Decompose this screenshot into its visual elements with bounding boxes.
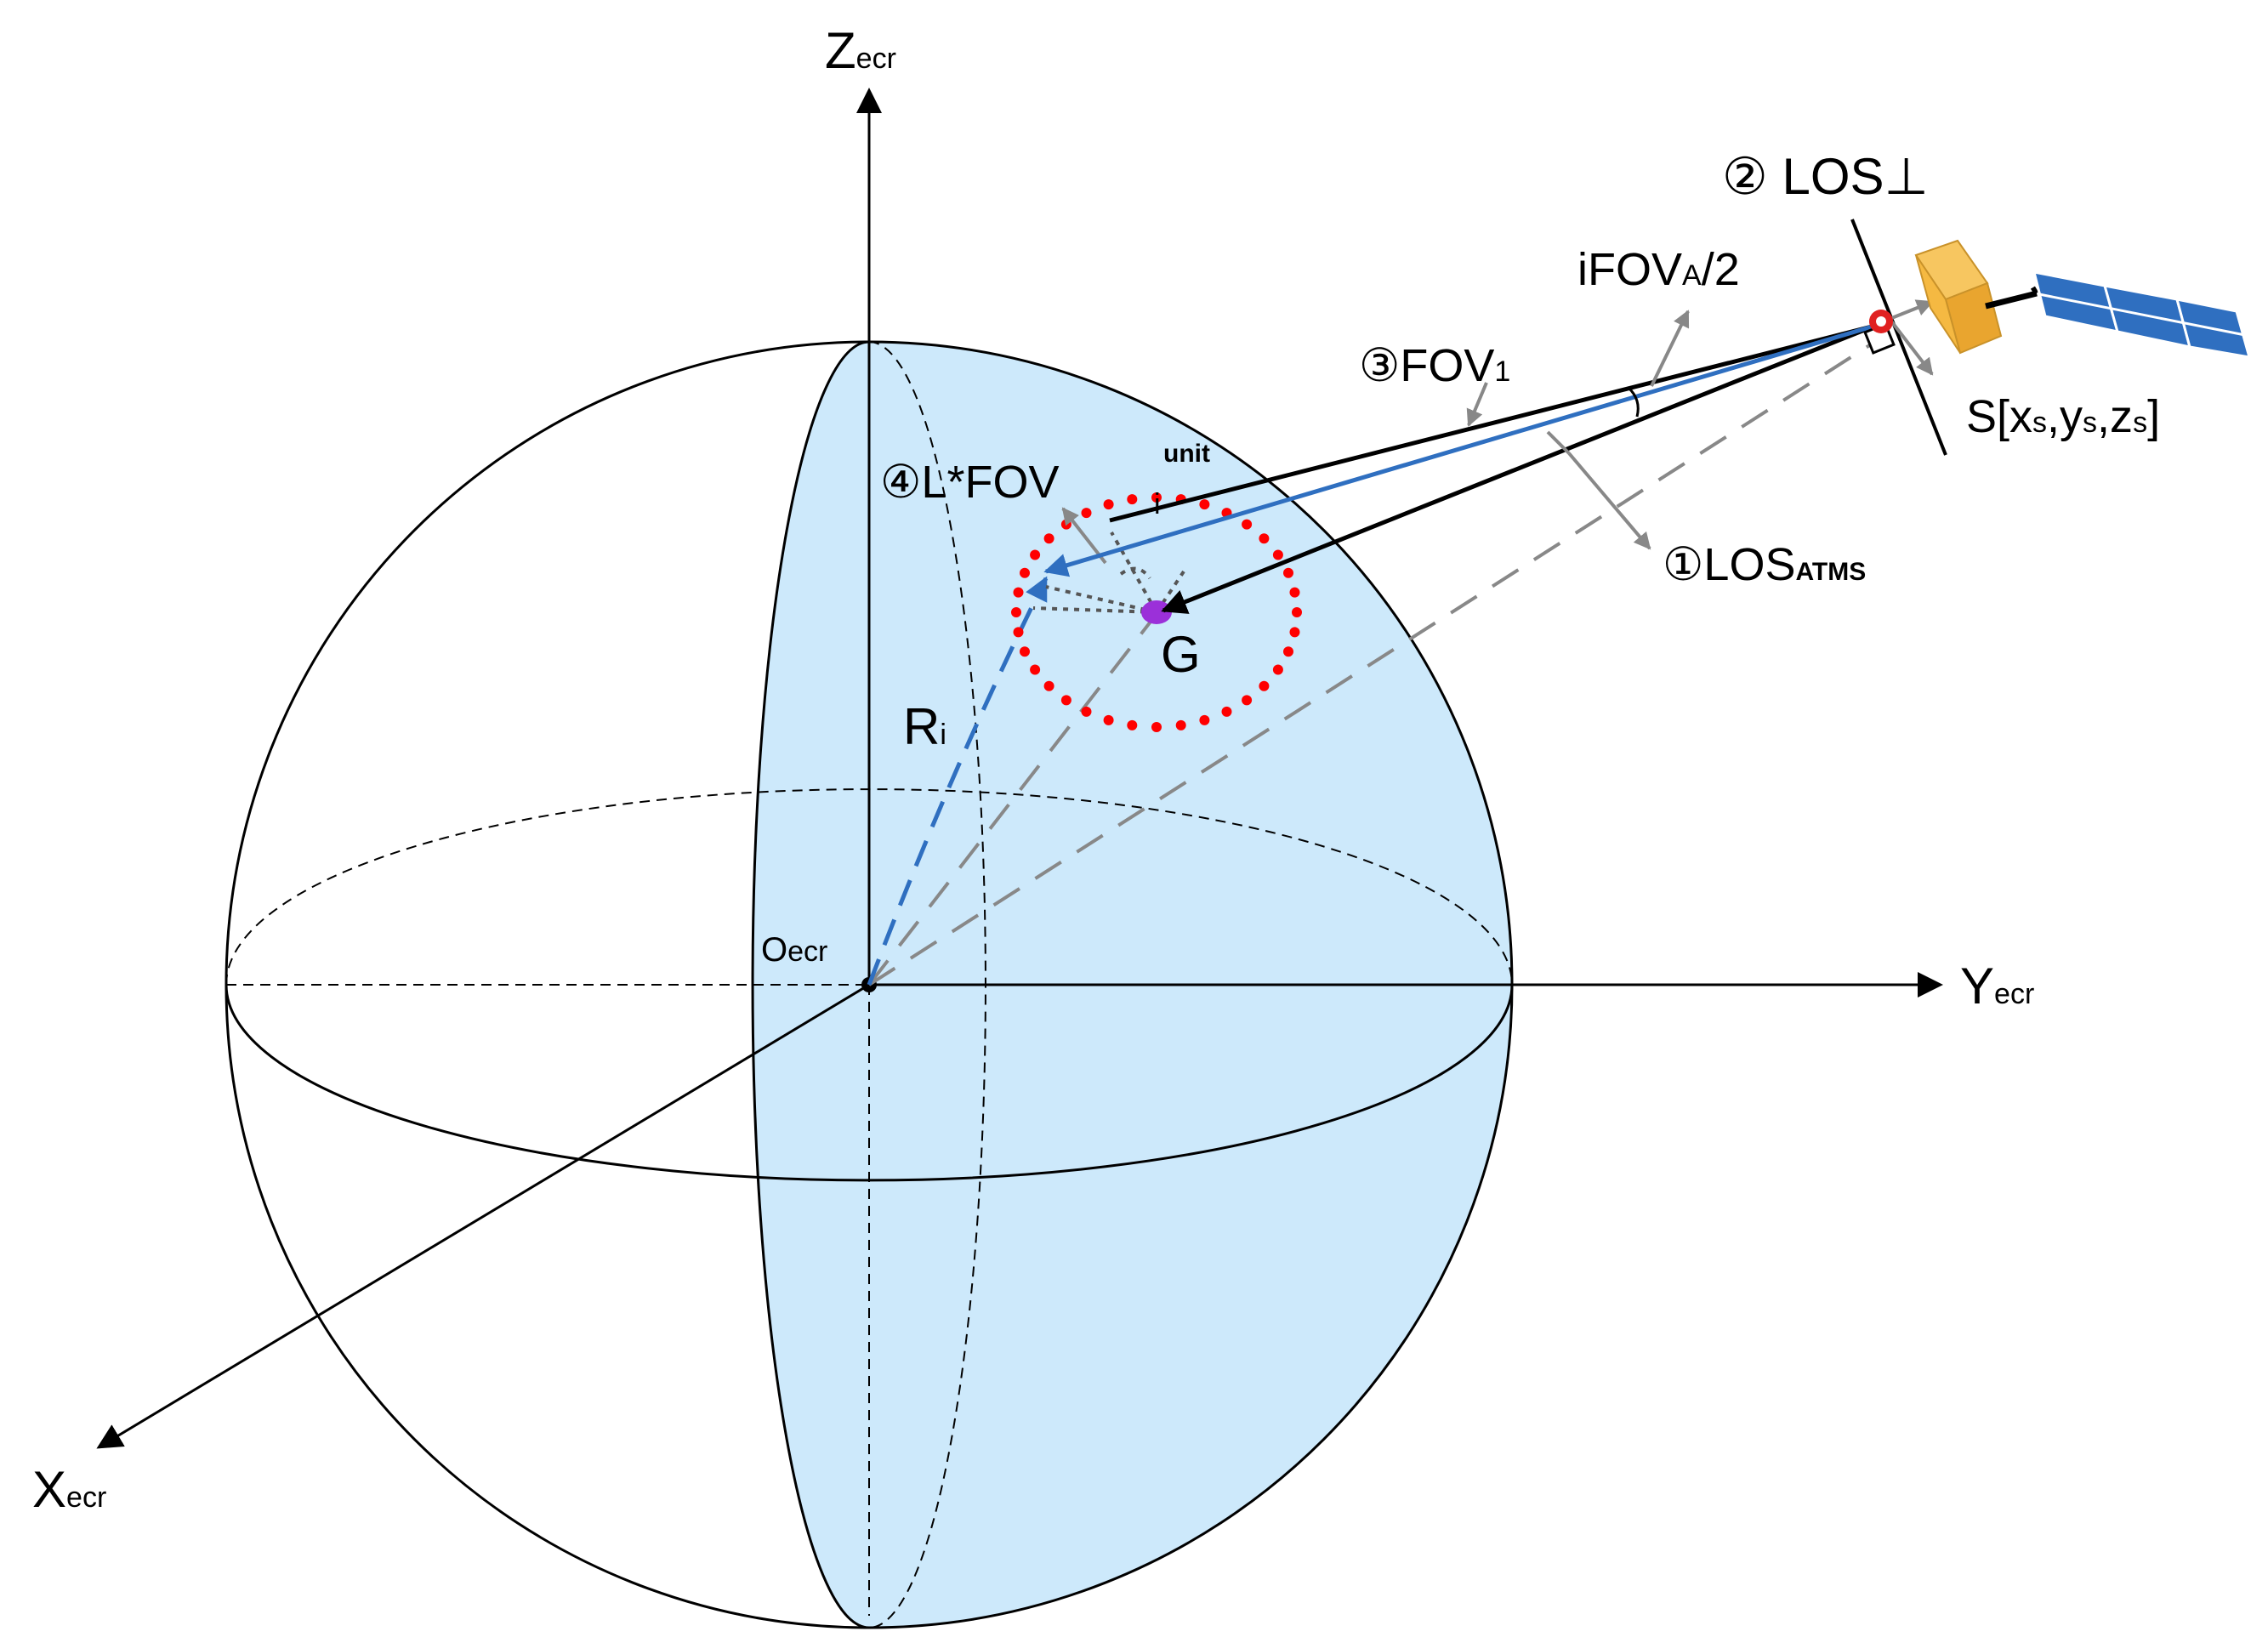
l-fov-unit-vector	[1043, 323, 1876, 577]
footprint-dot	[1289, 627, 1300, 638]
footprint-dot	[1081, 706, 1092, 717]
footprint-dot	[1242, 519, 1253, 530]
satellite-icon	[1869, 239, 2252, 359]
footprint-dot	[1060, 519, 1071, 530]
sat-gray-arrow-2	[1889, 299, 1934, 321]
fov-edge-line	[1109, 323, 1876, 523]
footprint-dot	[1013, 627, 1024, 638]
x-axis	[96, 983, 870, 1449]
footprint-dot	[1259, 680, 1270, 691]
footprint-dot	[1151, 722, 1162, 732]
footprint-dot	[1103, 714, 1114, 725]
footprint-dot	[1127, 719, 1138, 730]
y-axis-label: Yecr	[1960, 958, 2034, 1015]
footprint-dot	[1199, 499, 1210, 510]
footprint-dot	[1043, 533, 1054, 544]
ifov-arrow	[1650, 310, 1690, 387]
origin-label: Oecr	[761, 931, 827, 969]
origin-to-ground-line	[867, 612, 1158, 986]
meridian-front	[751, 340, 870, 1629]
footprint-dot	[1020, 646, 1030, 657]
footprint-dot	[1127, 494, 1138, 505]
footprint-dot	[1043, 680, 1054, 691]
radius-label: Ri	[903, 698, 946, 755]
ground-point-label: G	[1161, 626, 1201, 683]
l-fov-unit-label: ④L*FOV	[880, 457, 1059, 508]
ifov-angle-arc	[1627, 386, 1640, 418]
footprint-dot	[1199, 714, 1210, 725]
ground-point-marker	[1141, 600, 1172, 624]
footprint-dot	[1030, 549, 1041, 560]
footprint-dot	[1011, 607, 1021, 617]
footprint-dot	[1103, 499, 1114, 510]
footprint-dot	[1292, 607, 1302, 617]
footprint-dot	[1013, 587, 1024, 598]
footprint-dot	[1259, 533, 1270, 544]
fov1-label: ③FOV1	[1359, 340, 1510, 391]
fov1-arrow	[1466, 382, 1488, 427]
sat-gray-arrow-1	[1888, 317, 1934, 376]
footprint-dot	[1272, 664, 1283, 675]
l-fov-unit-subscript: i	[1154, 488, 1161, 520]
footprint-dot	[1242, 695, 1253, 706]
footprint-dot	[1060, 695, 1071, 706]
los-perp-label: ② LOS⊥	[1722, 148, 1929, 205]
footprint-dot	[1081, 508, 1092, 519]
footprint-dot	[1272, 549, 1283, 560]
footprint-dot	[1283, 567, 1293, 578]
footprint-dot	[1030, 664, 1041, 675]
los-atms-label: ①LOSATMS	[1663, 539, 1866, 590]
footprint-ellipse	[1011, 492, 1302, 732]
los-perp-line	[1850, 219, 1947, 456]
footprint-dot	[1175, 719, 1186, 730]
footprint-dot	[1283, 646, 1293, 657]
footprint-dot	[1020, 567, 1030, 578]
ifov-half-label: iFOVA/2	[1577, 244, 1740, 295]
footprint-dot	[1289, 587, 1300, 598]
origin-to-satellite-line	[867, 343, 1873, 986]
z-axis-label: Zecr	[825, 22, 896, 79]
los-atms-vector	[1161, 323, 1876, 614]
x-axis-label: Xecr	[32, 1461, 106, 1518]
footprint-dot	[1151, 492, 1162, 503]
los-atms-arrow	[1567, 452, 1651, 550]
satellite-position-label: S[xs,ys,zs]	[1966, 391, 2160, 442]
l-fov-unit-superscript: unit	[1163, 440, 1210, 468]
footprint-dot	[1221, 706, 1232, 717]
los-atms-arrow-tail	[1546, 430, 1571, 455]
